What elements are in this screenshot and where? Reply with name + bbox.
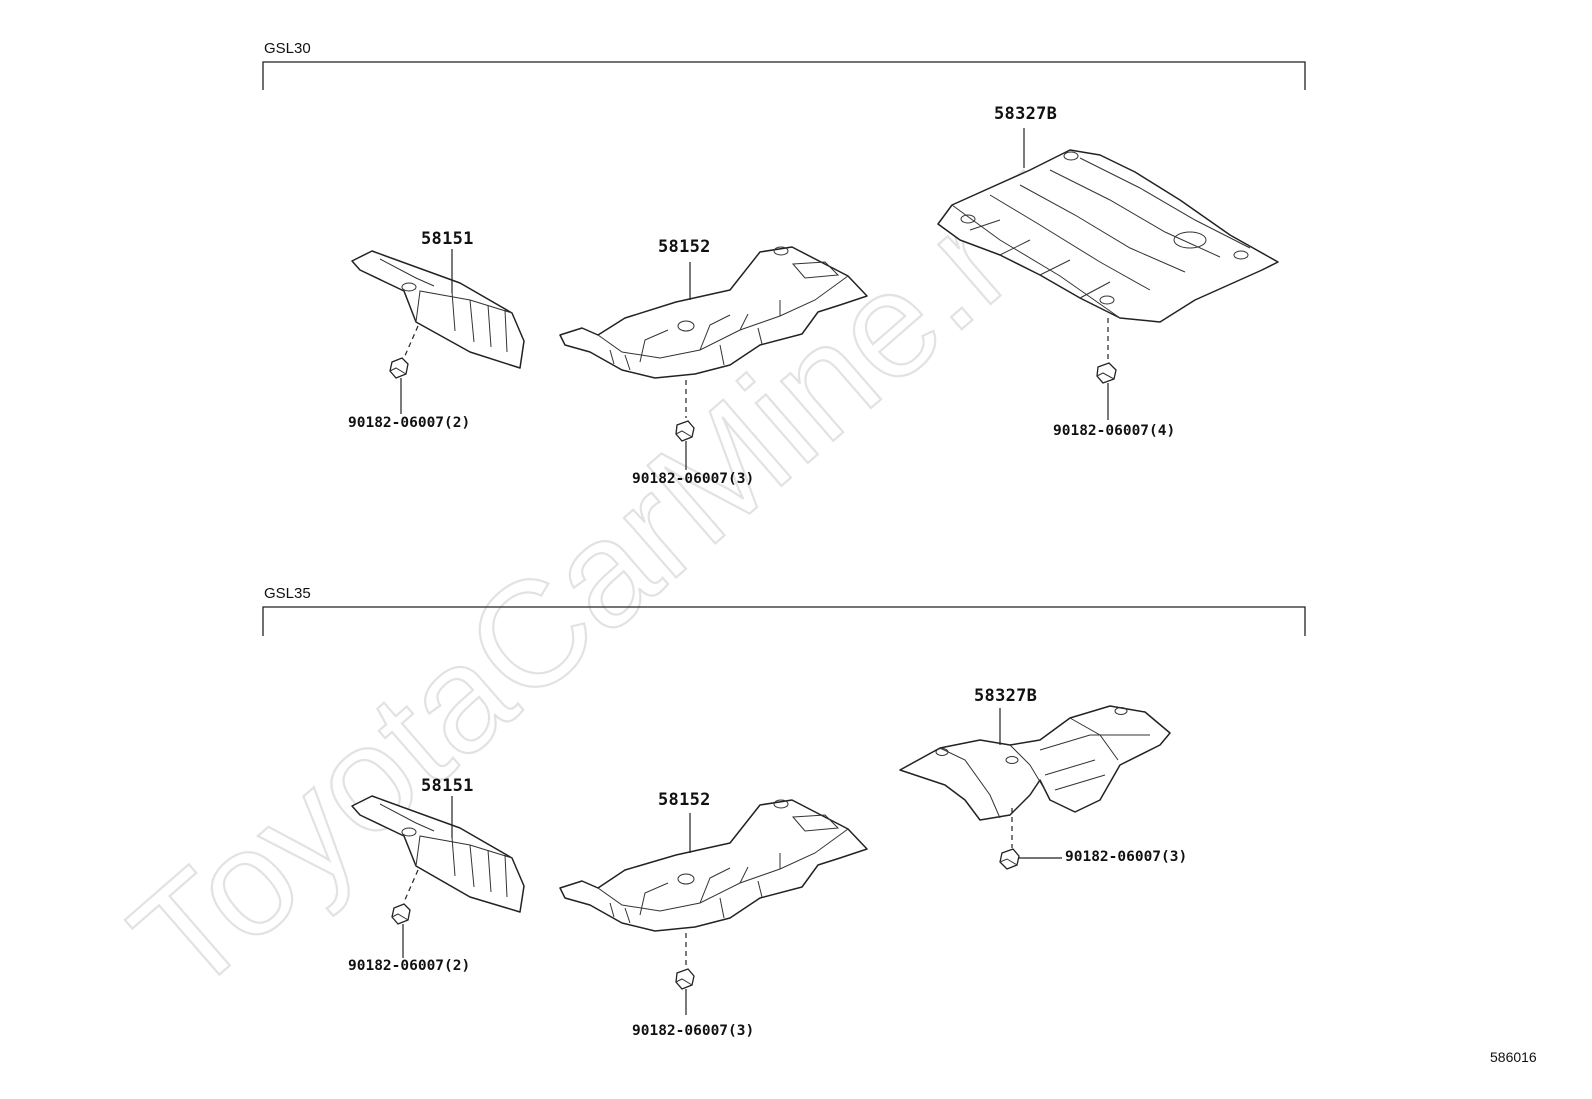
- part-58151-shape-gsl30: [351, 250, 525, 369]
- part-number-nut[interactable]: 90182-06007(4): [1053, 423, 1176, 439]
- part-number-nut[interactable]: 90182-06007(2): [348, 958, 471, 974]
- part-number-nut[interactable]: 90182-06007(3): [632, 471, 755, 487]
- group-label-gsl30: GSL30: [264, 40, 311, 57]
- part-number-nut[interactable]: 90182-06007(2): [348, 415, 471, 431]
- part-number-58327b[interactable]: 58327B: [974, 686, 1038, 706]
- part-number-58151[interactable]: 58151: [421, 776, 474, 796]
- nut-icon: [1096, 362, 1117, 384]
- nut-icon: [675, 968, 695, 990]
- group-label-gsl35: GSL35: [264, 585, 311, 602]
- nut-icon: [999, 848, 1020, 870]
- part-number-nut[interactable]: 90182-06007(3): [632, 1023, 755, 1039]
- part-number-58151[interactable]: 58151: [421, 229, 474, 249]
- part-number-58327b[interactable]: 58327B: [994, 104, 1058, 124]
- nut-icon: [391, 903, 411, 925]
- part-58152-shape-gsl35: [559, 799, 868, 932]
- part-number-nut[interactable]: 90182-06007(3): [1065, 849, 1188, 865]
- diagram-id: 586016: [1490, 1049, 1537, 1065]
- nut-icon: [389, 357, 409, 379]
- group-bracket-gsl30: [262, 61, 1306, 90]
- part-58151-shape-gsl35: [351, 795, 525, 913]
- part-number-58152[interactable]: 58152: [658, 790, 711, 810]
- part-58327b-shape-gsl30: [937, 149, 1279, 323]
- group-bracket-gsl35: [262, 606, 1306, 636]
- part-number-58152[interactable]: 58152: [658, 237, 711, 257]
- nut-icon: [675, 420, 695, 442]
- part-58152-shape-gsl30: [559, 246, 868, 379]
- part-58327b-shape-gsl35: [899, 705, 1171, 821]
